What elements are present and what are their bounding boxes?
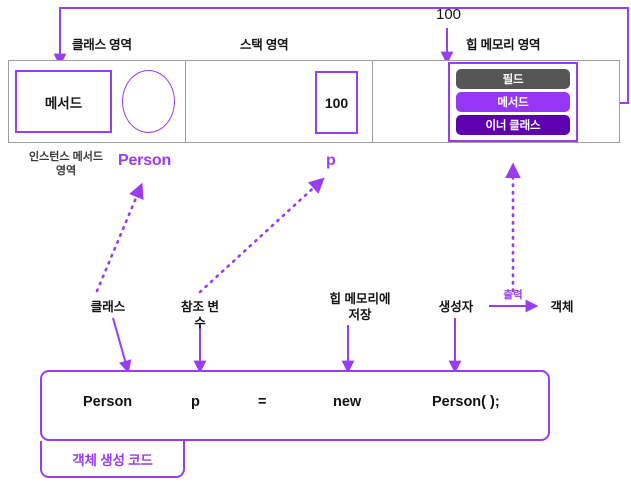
class-method-box: 메서드 [15,70,112,133]
heap-area-header: 힙 메모리 영역 [466,38,541,52]
stack-variable-label: p [326,152,336,169]
class-area-header: 클래스 영역 [72,38,132,52]
annotation-heap-store: 힙 메모리에 저장 [329,292,391,322]
heap-address-label: 100 [436,6,462,23]
instance-method-area-label: 인스턴스 메서드 영역 [29,151,103,177]
annotation-object: 객체 [550,300,574,314]
class-area-oval-shape [122,70,175,133]
code-box [40,370,550,441]
code-box-tag: 객체 생성 코드 [40,441,185,478]
annotation-constructor: 생성자 [438,300,474,314]
stack-value-box: 100 [315,71,358,134]
heap-member-method: 메서드 [456,92,570,112]
heap-member-inner-class: 이너 클래스 [456,115,570,135]
band-divider-class-stack [185,60,186,143]
class-name-label: Person [118,152,172,169]
code-token-assign: = [258,394,267,410]
code-token-new-keyword: new [333,394,362,410]
annotation-reference-variable: 참조 변 수 [181,300,219,330]
refvar-label-dashed-connector [198,177,325,294]
class-label-dashed-connector [95,182,144,293]
code-token-type: Person [83,394,133,410]
annotation-class: 클래스 [90,300,126,314]
band-divider-stack-heap [372,60,373,143]
annotation-output: 출력 [503,289,523,301]
code-token-variable: p [191,394,200,410]
heap-member-field: 필드 [456,69,570,89]
stack-area-header: 스택 영역 [240,38,289,52]
leader-class [112,317,132,374]
code-token-constructor-call: Person( ); [432,394,500,410]
heap-object-box: 필드 메서드 이너 클래스 [448,62,578,142]
